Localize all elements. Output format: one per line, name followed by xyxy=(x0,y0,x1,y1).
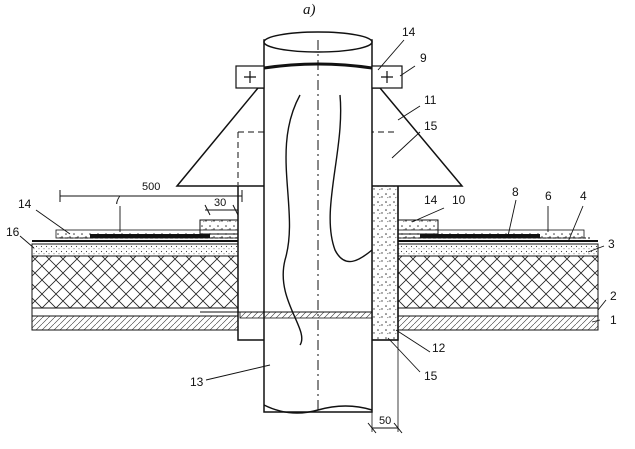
callout-4: 4 xyxy=(580,189,587,203)
pipe-clamp xyxy=(235,62,403,89)
callout-15-bottom: 15 xyxy=(424,369,438,383)
callout-2: 2 xyxy=(610,289,617,303)
callout-12: 12 xyxy=(432,341,446,355)
base-plate xyxy=(239,311,373,319)
figure-title: а) xyxy=(303,2,316,18)
callout-labels: 14 9 11 15 14 10 8 6 4 3 2 1 12 15 13 7 … xyxy=(6,25,617,389)
clamp-flanges xyxy=(199,219,439,235)
callout-6: 6 xyxy=(545,189,552,203)
callout-7: 7 xyxy=(114,193,121,207)
callout-15-top: 15 xyxy=(424,119,438,133)
callout-3: 3 xyxy=(608,237,615,251)
dimension-50: 50 xyxy=(379,415,391,427)
callout-8: 8 xyxy=(512,185,519,199)
callout-9: 9 xyxy=(420,51,427,65)
roof-layers-left xyxy=(31,237,239,331)
callout-10: 10 xyxy=(452,193,466,207)
callout-11: 11 xyxy=(424,93,437,107)
dimension-lines xyxy=(59,190,403,434)
dimension-500: 500 xyxy=(142,181,160,193)
callout-13: 13 xyxy=(190,375,204,389)
callout-1: 1 xyxy=(610,313,617,327)
dimension-30: 30 xyxy=(214,197,226,209)
callout-14-right: 14 xyxy=(424,193,438,207)
roof-layers-right xyxy=(397,237,599,331)
leader-lines xyxy=(19,39,607,381)
callout-14-top: 14 xyxy=(402,25,416,39)
pipe xyxy=(263,31,373,414)
callout-16: 16 xyxy=(6,225,20,239)
callout-14-left: 14 xyxy=(18,197,32,211)
